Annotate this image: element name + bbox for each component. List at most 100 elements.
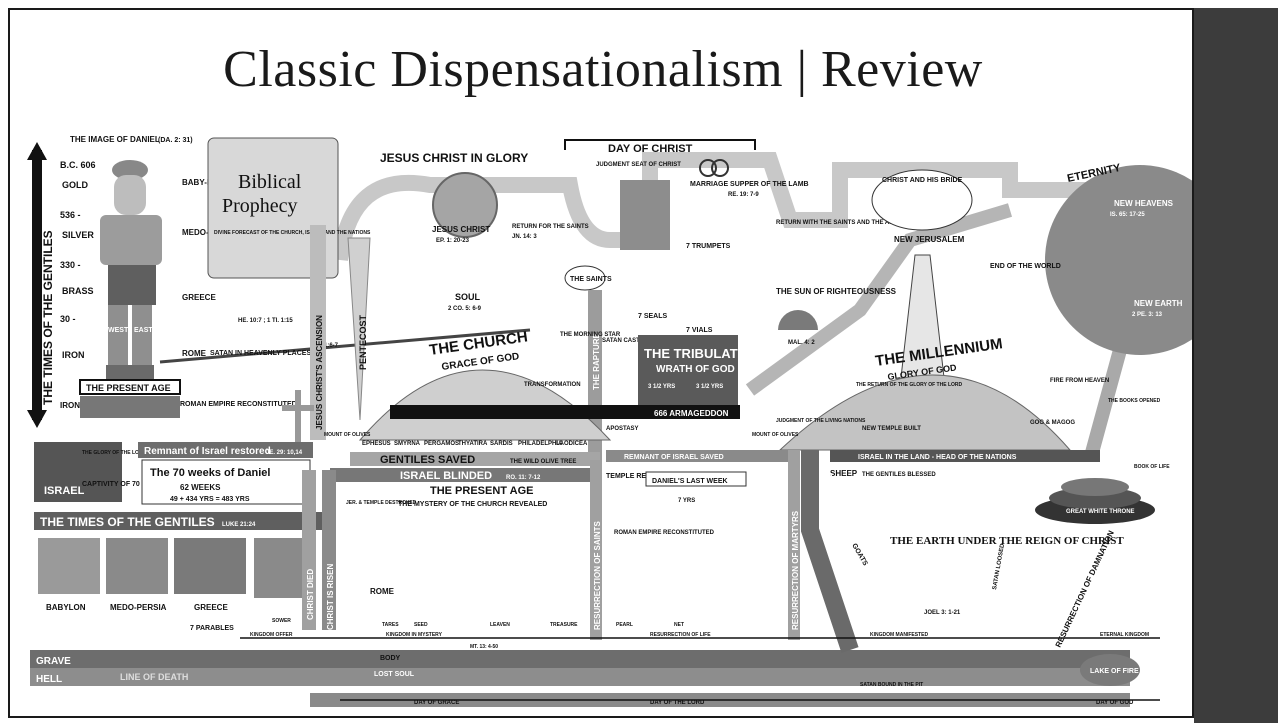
seven-trumpets-label: 7 TRUMPETS [686,243,731,250]
day-of-god-label: DAY OF GOD [1096,700,1134,706]
return-of-glory-label: THE RETURN OF THE GLORY OF THE LORD [856,382,963,388]
body-label: BODY [380,655,401,662]
times-gentiles-bar [34,512,334,530]
sun-of-righteousness-label: THE SUN OF RIGHTEOUSNESS [776,287,897,296]
arrow-down-icon [27,410,47,428]
goats-label: GOATS [850,543,868,568]
israel-land-bar [830,450,1100,462]
armageddon-label: 666 ARMAGEDDON [654,409,729,418]
joel-ref: JOEL 3: 1-21 [924,610,961,616]
parable-list: SOWER TARES SEED LEAVEN TREASURE PEARL N… [272,618,684,628]
glory-circle [432,172,498,238]
christ-and-bride-label: CHRIST AND HIS BRIDE [882,177,963,184]
beast-label: GREECE [194,603,228,612]
eternity-circle [1045,165,1192,355]
metal-label: IRON [62,350,85,360]
daniels-last-week-label: DANIEL'S LAST WEEK [652,478,728,485]
statue-base [80,396,180,418]
kingdom-mystery-label: KINGDOM IN MYSTERY [386,632,443,638]
day-of-christ-bracket [564,139,756,150]
satan-loosed-label: SATAN LOOSED [992,543,1006,591]
judgment-nations-label: JUDGMENT OF THE LIVING NATIONS [776,418,866,424]
year-labels: B.C. 606 536 - 330 - 30 - [60,160,96,324]
new-heavens-label: NEW HEAVENS [1114,199,1174,208]
jer-destroyed-label: JER. & TEMPLE DESTROYED [346,500,417,506]
ring-icon [711,159,729,177]
pentecost-label: PENTECOST [358,314,368,370]
remnant-bar [138,442,313,458]
seven-vials-label: 7 VIALS [686,327,713,334]
year-label: 536 - [60,210,81,220]
he-ref: HE. 10:7 ; 1 TI. 1:15 [238,318,293,324]
white-throne-label: GREAT WHITE THRONE [1066,509,1135,515]
half-years-label: 3 1/2 YRS [648,384,675,390]
times-ref: LUKE 21:24 [222,522,256,528]
leopard-icon [174,538,246,594]
parable-label: TREASURE [550,622,578,628]
jesus-ref: EP. 1: 20-23 [436,238,470,244]
temple-rebuilt-label: TEMPLE REBUILT [606,473,667,480]
scroll-title-1: Biblical [238,171,302,193]
metal-label: BRASS [62,286,94,296]
christ-risen-label: CHRIST IS RISEN [326,564,335,630]
parable-label: NET [674,622,684,628]
apostasy-label: APOSTASY [606,426,639,432]
dispensation-chart: GRAVE HELL LINE OF DEATH THE IMAGE OF DA… [27,135,1192,707]
kingdom-offer-label: KINGDOM OFFER [250,632,293,638]
roman-empire-label: ROMAN EMPIRE RECONSTITUTED [180,401,297,408]
pentecost-beam [347,237,371,421]
sidebar-panel [1194,8,1278,723]
year-label: 330 - [60,260,81,270]
new-earth-label: NEW EARTH [1134,299,1183,308]
morning-star-label: THE MORNING STAR [560,332,621,338]
israel-in-land-label: ISRAEL IN THE LAND - HEAD OF THE NATIONS [858,454,1017,461]
parable-label: TARES [382,622,399,628]
kingdom-label: ROME [182,349,207,358]
lake-of-fire-icon [1080,654,1140,686]
books-opened-label: THE BOOKS OPENED [1108,398,1161,404]
throne-step [1061,478,1129,496]
metal-label: SILVER [62,230,94,240]
kingdom-label: BABY-LON [182,178,224,187]
beast-label: ROME [370,587,395,596]
beast-label: MEDO-PERSIA [110,603,167,612]
lost-soul-label: LOST SOUL [374,671,415,678]
daniels-week-box [645,471,747,487]
church-name: THYATIRA [458,441,488,447]
scroll-title-2: Prophecy [222,195,298,217]
book-of-life-label: BOOK OF LIFE [1134,464,1170,470]
seventy-weeks-label: The 70 weeks of Daniel [150,467,270,479]
ring-icon [699,159,717,177]
times-gentiles-vertical: THE TIMES OF THE GENTILES [41,230,55,405]
slide: Classic Dispensationalism | Review GRAVE… [8,8,1194,718]
metal-label: GOLD [62,180,88,190]
sun-icon [778,310,818,330]
year-label: B.C. 606 [60,160,96,170]
heavenly-places-label: SATAN IN HEAVENLY PLACES [210,350,311,357]
kingdom-label: GREECE [182,293,216,302]
judgment-seat-label: JUDGMENT SEAT OF CHRIST [596,162,681,168]
christ-died-column [302,470,316,630]
soul-label: SOUL [455,292,481,302]
present-age-box-label: THE PRESENT AGE [86,383,171,393]
arrow-up-icon [27,142,47,160]
east-label: EAST [134,327,153,334]
sheep-label: SHEEP [830,469,858,478]
bride-cloud [871,169,973,231]
marriage-supper-label: MARRIAGE SUPPER OF THE LAMB [690,181,809,188]
captivity-label: CAPTIVITY OF 70 YEARS [82,481,166,488]
parable-label: SOWER [272,618,291,624]
line-of-death-label: LINE OF DEATH [120,672,188,682]
israel-blinded-ref: RO. 11: 7-12 [506,475,541,481]
mount-of-olives-label: MOUNT OF OLIVES [752,432,799,438]
half-years-label: 3 1/2 YRS [696,384,723,390]
new-jerusalem-label: NEW JERUSALEM [894,235,965,244]
hell-label: HELL [36,674,62,685]
the-saints-label: THE SAINTS [570,276,612,283]
resurrection-life-label: RESURRECTION OF LIFE [650,632,711,638]
resurrection-martyrs-column [788,450,800,640]
remnant-label: Remnant of Israel restored [144,446,271,457]
end-of-world-label: END OF THE WORLD [990,263,1061,270]
wild-olive-label: THE WILD OLIVE TREE [510,459,576,465]
remnant-ref: JE. 29: 10,14 [266,450,303,456]
